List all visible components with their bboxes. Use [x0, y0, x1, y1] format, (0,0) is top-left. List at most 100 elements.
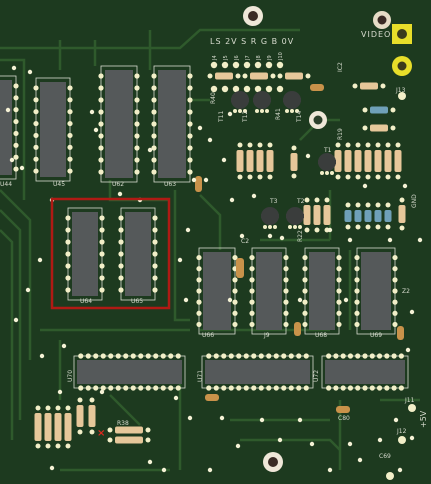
- ic-pad: [288, 353, 294, 359]
- resistor-pad: [45, 443, 51, 449]
- resistor-pad: [304, 197, 310, 203]
- ic-chip: [77, 360, 182, 384]
- ic-pad: [134, 85, 140, 91]
- ic-pad: [302, 288, 308, 294]
- resistor: [64, 413, 72, 441]
- ic-pad: [85, 353, 91, 359]
- ic-pad: [160, 385, 166, 391]
- ic-pad: [302, 266, 308, 272]
- resistor: [364, 150, 372, 172]
- ic-pad: [196, 321, 202, 328]
- ic-pad: [355, 353, 361, 359]
- chip-label-u44: U44: [0, 181, 12, 188]
- part-label-pwr: +5V: [419, 410, 428, 428]
- transistor-pad: [293, 225, 297, 229]
- via: [13, 317, 19, 323]
- resistor-pad: [257, 174, 263, 180]
- chip-label-u69: U69: [370, 332, 382, 339]
- resistor: [115, 426, 143, 434]
- ic-pad: [354, 299, 360, 305]
- via: [173, 395, 179, 401]
- ic-pad: [302, 310, 308, 316]
- test-pad-j12: [398, 436, 406, 444]
- ic-chip: [203, 252, 231, 330]
- via: [177, 257, 183, 263]
- resistor-pad: [352, 83, 358, 89]
- ic-pad: [98, 157, 104, 163]
- ic-pad: [99, 275, 105, 281]
- resistor-pad: [35, 443, 41, 449]
- ic-pad: [152, 275, 158, 281]
- capacitor: [236, 258, 244, 278]
- ic-pad: [145, 353, 151, 359]
- ic-pad: [98, 85, 104, 91]
- ic-pad: [152, 239, 158, 245]
- transistor-pad: [295, 109, 299, 113]
- resistor: [374, 210, 382, 222]
- ic-pad: [134, 145, 140, 151]
- resistor-pad: [335, 142, 341, 148]
- resistor-pad: [395, 174, 401, 180]
- via: [387, 237, 393, 243]
- ic-pad: [153, 353, 159, 359]
- ic-pad: [232, 310, 238, 316]
- ic-pad: [33, 144, 39, 150]
- ic-pad: [213, 385, 219, 391]
- ic-pad: [100, 353, 106, 359]
- resistor-pad: [291, 173, 297, 179]
- ic-pad: [283, 277, 289, 283]
- pin-label: J6: [234, 55, 240, 61]
- ic-pad: [151, 121, 157, 127]
- capacitor: [205, 394, 219, 401]
- ic-pad: [354, 254, 360, 261]
- header-pad: [254, 61, 262, 69]
- ic-pad: [249, 299, 255, 305]
- ic-pad: [283, 310, 289, 316]
- ic-pad: [326, 385, 332, 391]
- ic-pad: [115, 353, 121, 359]
- transistor-pad: [288, 225, 292, 229]
- ic-pad: [138, 353, 144, 359]
- ic-pad: [138, 385, 144, 391]
- ic-pad: [151, 73, 157, 79]
- transistor-pad: [330, 171, 334, 175]
- ic-pad: [67, 120, 73, 127]
- resistor-pad: [375, 174, 381, 180]
- part-label-c2: C2: [241, 238, 249, 245]
- ic-pad: [151, 109, 157, 115]
- ic-pad: [354, 266, 360, 272]
- ic-pad: [249, 321, 255, 328]
- ic-pad: [134, 97, 140, 103]
- capacitor: [195, 176, 202, 192]
- transistor-pad: [238, 109, 242, 113]
- resistor-pad: [107, 427, 113, 433]
- ic-pad: [392, 321, 398, 328]
- ic-pad: [100, 385, 106, 391]
- ic-pad: [13, 83, 19, 89]
- header-pad: [232, 85, 240, 93]
- ic-pad: [152, 227, 158, 233]
- resistor-pad: [267, 142, 273, 148]
- ic-pad: [340, 353, 346, 359]
- ic-pad: [283, 254, 289, 261]
- header-signal-label: LS 2V S R G B 0V: [210, 37, 294, 46]
- via: [93, 127, 99, 133]
- via: [219, 415, 225, 421]
- via: [227, 297, 233, 303]
- ic-pad: [243, 353, 249, 359]
- part-label-t14: T14: [296, 111, 303, 123]
- transistor-group: [231, 91, 336, 229]
- ic-pad: [108, 385, 114, 391]
- ic-pad: [302, 299, 308, 305]
- part-label-j12: J12: [396, 428, 407, 435]
- ic-pad: [78, 385, 84, 391]
- resistor-pad: [89, 397, 95, 403]
- capacitor: [310, 84, 324, 91]
- resistor-pad: [385, 224, 391, 230]
- ic-pad: [369, 353, 375, 359]
- ic-pad: [187, 133, 193, 139]
- ic-pad: [152, 251, 158, 257]
- via: [267, 233, 273, 239]
- ic-pad: [33, 132, 39, 139]
